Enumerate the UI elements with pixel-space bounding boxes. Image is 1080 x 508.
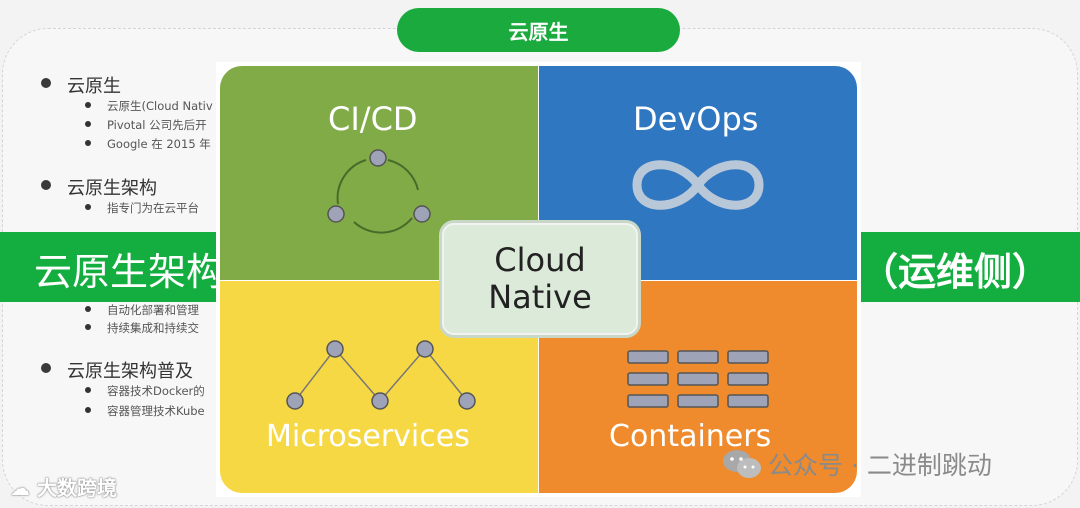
quadrant-label: Microservices xyxy=(266,419,470,454)
outline-heading-1: 云原生 xyxy=(41,72,121,98)
container-grid-icon xyxy=(627,350,769,408)
title-pill: 云原生 xyxy=(397,8,680,52)
center-line-2: Native xyxy=(488,278,592,316)
quadrant-label: Containers xyxy=(609,419,772,454)
outline-item: 云原生(Cloud Nativ xyxy=(85,98,213,114)
cloud-native-graphic: CI/CD DevOps Microservices xyxy=(216,62,861,497)
cloud-native-center-label: Cloud Native xyxy=(442,223,638,335)
banner-right-text: （运维侧） xyxy=(860,250,1051,294)
outline-item: 自动化部署和管理 xyxy=(85,302,199,318)
watermark-logo: ☁ 大数跨境 xyxy=(10,476,117,500)
banner-left-text: 云原生架构 xyxy=(34,250,225,294)
cycle-icon xyxy=(327,149,431,234)
outline-item: Pivotal 公司先后开 xyxy=(85,117,207,133)
outline-heading-2: 云原生架构 xyxy=(41,174,157,200)
network-icon xyxy=(286,340,476,410)
outline-item: 容器技术Docker的 xyxy=(85,383,205,399)
wechat-icon xyxy=(723,450,761,478)
wechat-account-text: 公众号 · 二进制跳动 xyxy=(768,451,992,480)
wechat-watermark: 公众号 · 二进制跳动 xyxy=(722,446,992,482)
outline-item: 持续集成和持续交 xyxy=(85,320,199,336)
center-line-1: Cloud xyxy=(494,241,586,279)
logo-icon: ☁ xyxy=(10,476,37,500)
outline-item: 容器管理技术Kube xyxy=(85,403,205,419)
quadrant-label: DevOps xyxy=(633,100,759,138)
infinity-icon xyxy=(632,160,764,210)
outline-item: 指专门为在云平台 xyxy=(85,200,199,216)
page-title: 云原生 xyxy=(508,19,569,44)
quadrant-label: CI/CD xyxy=(328,100,418,138)
outline-heading-4: 云原生架构普及 xyxy=(41,357,193,383)
outline-item: Google 在 2015 年 xyxy=(85,136,211,152)
